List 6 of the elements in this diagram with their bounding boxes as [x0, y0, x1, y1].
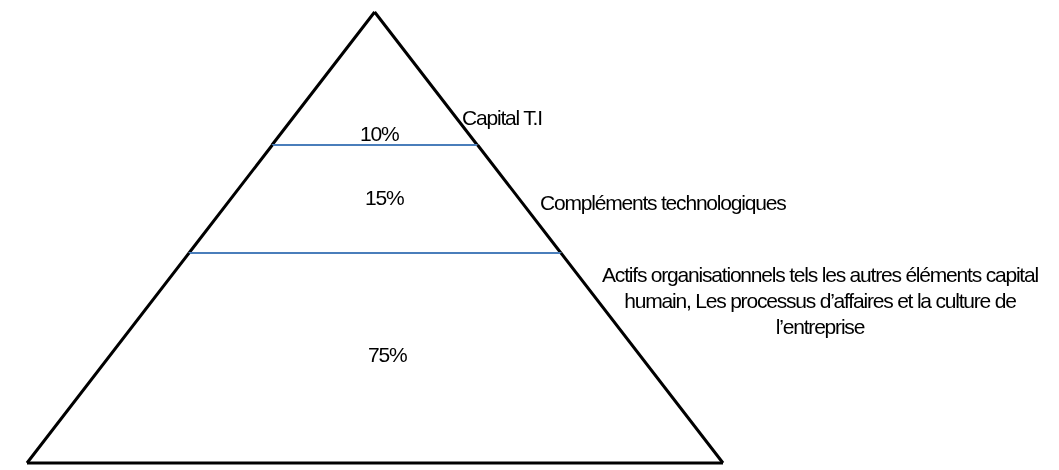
tier-label: Capital T.I — [462, 105, 543, 131]
percentage-label: 10% — [360, 122, 399, 146]
tier-label: Actifs organisationnels tels les autres éléments capital humain, Les processus d’affaires et la culture de l’entreprise — [601, 262, 1039, 340]
tier-label: Compléments technologiques — [540, 190, 787, 216]
percentage-label: 15% — [365, 186, 404, 210]
percentage-label: 75% — [368, 343, 407, 367]
